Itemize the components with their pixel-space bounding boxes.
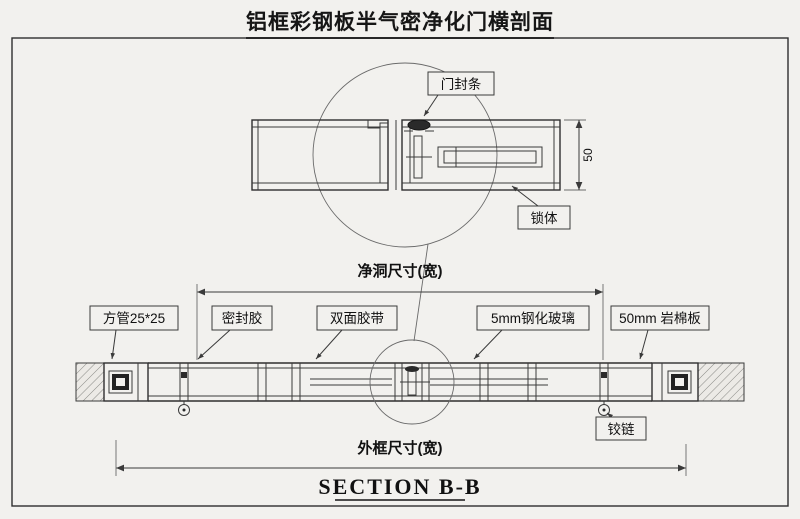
door-seal-leader [423, 94, 439, 117]
door-seal-label-text: 门封条 [441, 76, 482, 92]
door-seal-gasket [407, 119, 431, 131]
lock-detail-view [251, 62, 561, 342]
door-leaf-skins [148, 362, 652, 402]
drawing-border [11, 37, 789, 507]
hinge-label-text: 铰链 [608, 422, 636, 437]
detail-height-dim-text: 50 [581, 148, 595, 162]
frame-width-dimension: 外框尺寸(宽) [115, 439, 687, 476]
sealant-label-text: 密封胶 [222, 310, 263, 326]
hinge-left [178, 401, 190, 416]
double-tape-leader [315, 329, 343, 360]
double-tape-label-text: 双面胶带 [330, 310, 384, 326]
section-title-group: SECTION B-B [318, 474, 481, 501]
lock-body-label: 锁体 [511, 185, 571, 230]
rockwool-label-text: 50mm 岩棉板 [619, 311, 701, 326]
tempered-glass-label-text: 5mm钢化玻璃 [491, 310, 575, 326]
tempered-glass-leader [473, 329, 503, 360]
leaf-joints [179, 363, 609, 401]
lock-body-leader [511, 185, 539, 207]
detail-callout-circle [312, 62, 498, 248]
frame-left [103, 362, 149, 402]
wall-hatch-left [75, 362, 105, 402]
lock-cylinder [395, 120, 432, 190]
glass-panes [310, 378, 548, 386]
component-label-double-tape: 双面胶带 [315, 305, 398, 360]
hinge-label: 铰链 [595, 412, 647, 441]
section-detail-circle [369, 339, 455, 425]
clear-width-dimension: 净洞尺寸(宽) [196, 262, 604, 360]
component-label-tempered-glass: 5mm钢化玻璃 [473, 305, 590, 360]
wall-hatch-right [697, 362, 745, 402]
section-title-text: SECTION B-B [318, 474, 481, 499]
lock-body [437, 146, 543, 168]
square-tube-leader [110, 329, 117, 360]
clear-width-dim-text: 净洞尺寸(宽) [358, 262, 443, 280]
lock-body-label-text: 锁体 [531, 211, 559, 226]
section-lock-hardware [394, 363, 430, 401]
hinge-right [598, 401, 610, 416]
frame-right [651, 362, 699, 402]
component-label-square-tube: 方管25*25 [89, 305, 179, 360]
square-tube-label-text: 方管25*25 [103, 311, 165, 326]
door-seal-label: 门封条 [423, 71, 495, 117]
rockwool-leader [639, 329, 649, 360]
hinge-leader [606, 412, 614, 419]
component-label-sealant: 密封胶 [197, 305, 273, 360]
sealant-leader [197, 329, 231, 360]
main-section [75, 339, 745, 425]
component-label-rockwool: 50mm 岩棉板 [610, 305, 710, 360]
detail-left-panel [251, 119, 389, 191]
frame-width-dim-text: 外框尺寸(宽) [357, 439, 443, 457]
detail-height-dimension: 50 [564, 119, 595, 191]
